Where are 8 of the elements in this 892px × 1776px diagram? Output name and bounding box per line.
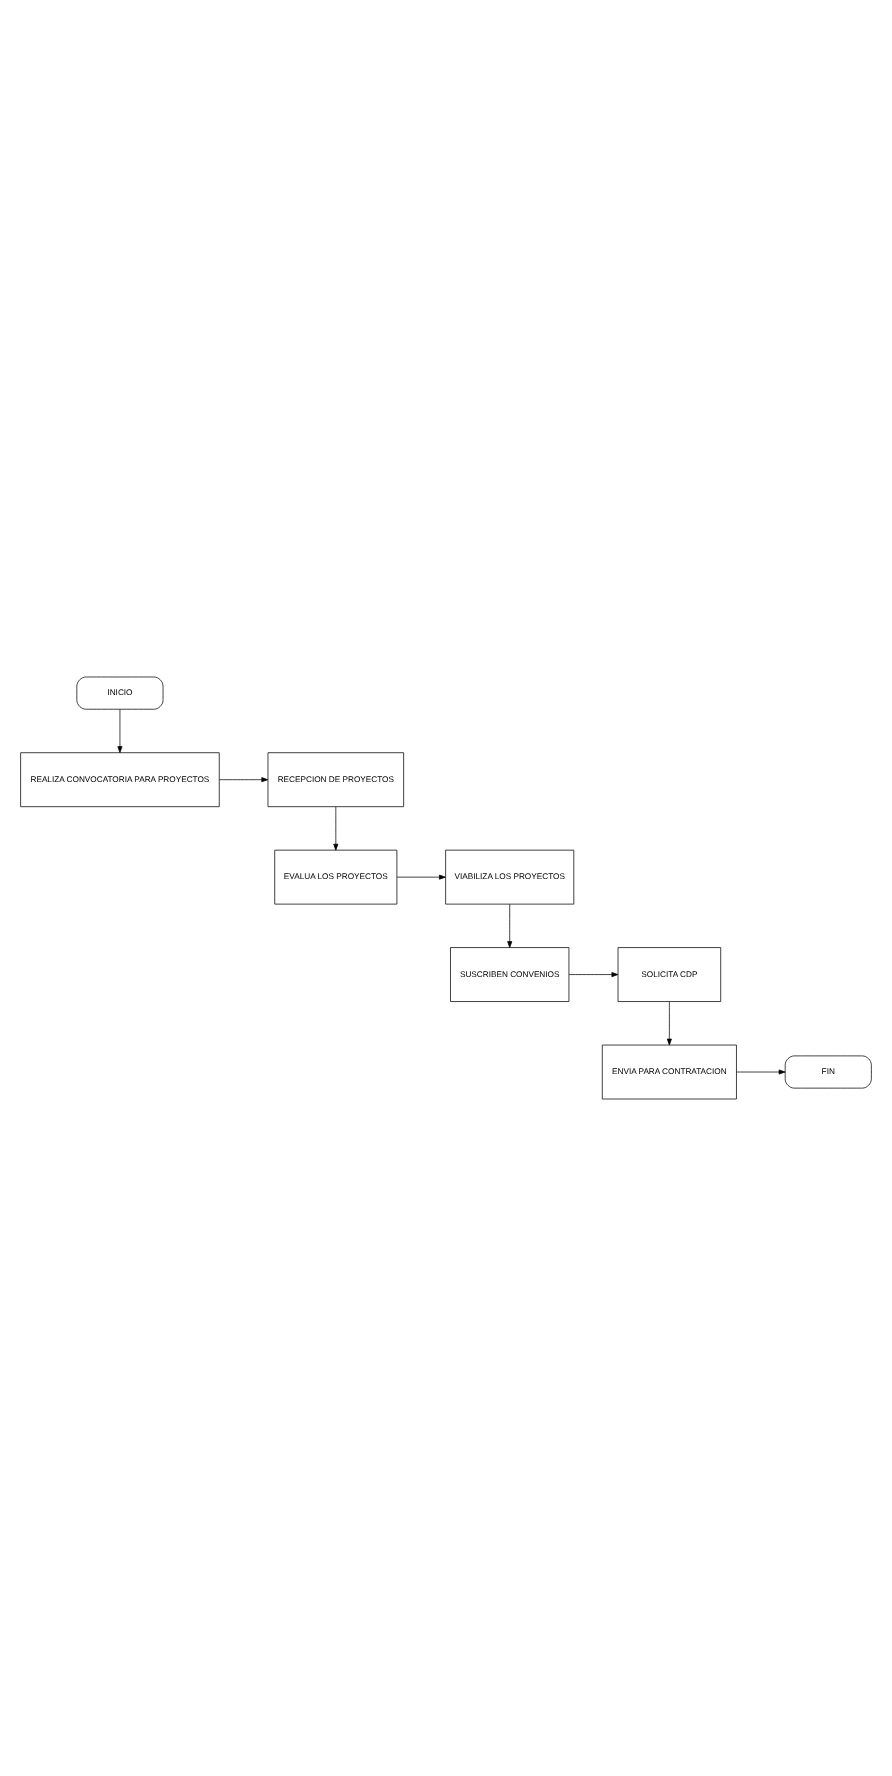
arrow: [666, 1001, 672, 1046]
arrow: [507, 903, 513, 948]
arrow: [333, 806, 339, 851]
arrow: [736, 1069, 786, 1075]
arrow: [117, 709, 123, 753]
arrow: [396, 874, 446, 880]
arrow: [218, 777, 269, 783]
arrow: [568, 972, 619, 978]
